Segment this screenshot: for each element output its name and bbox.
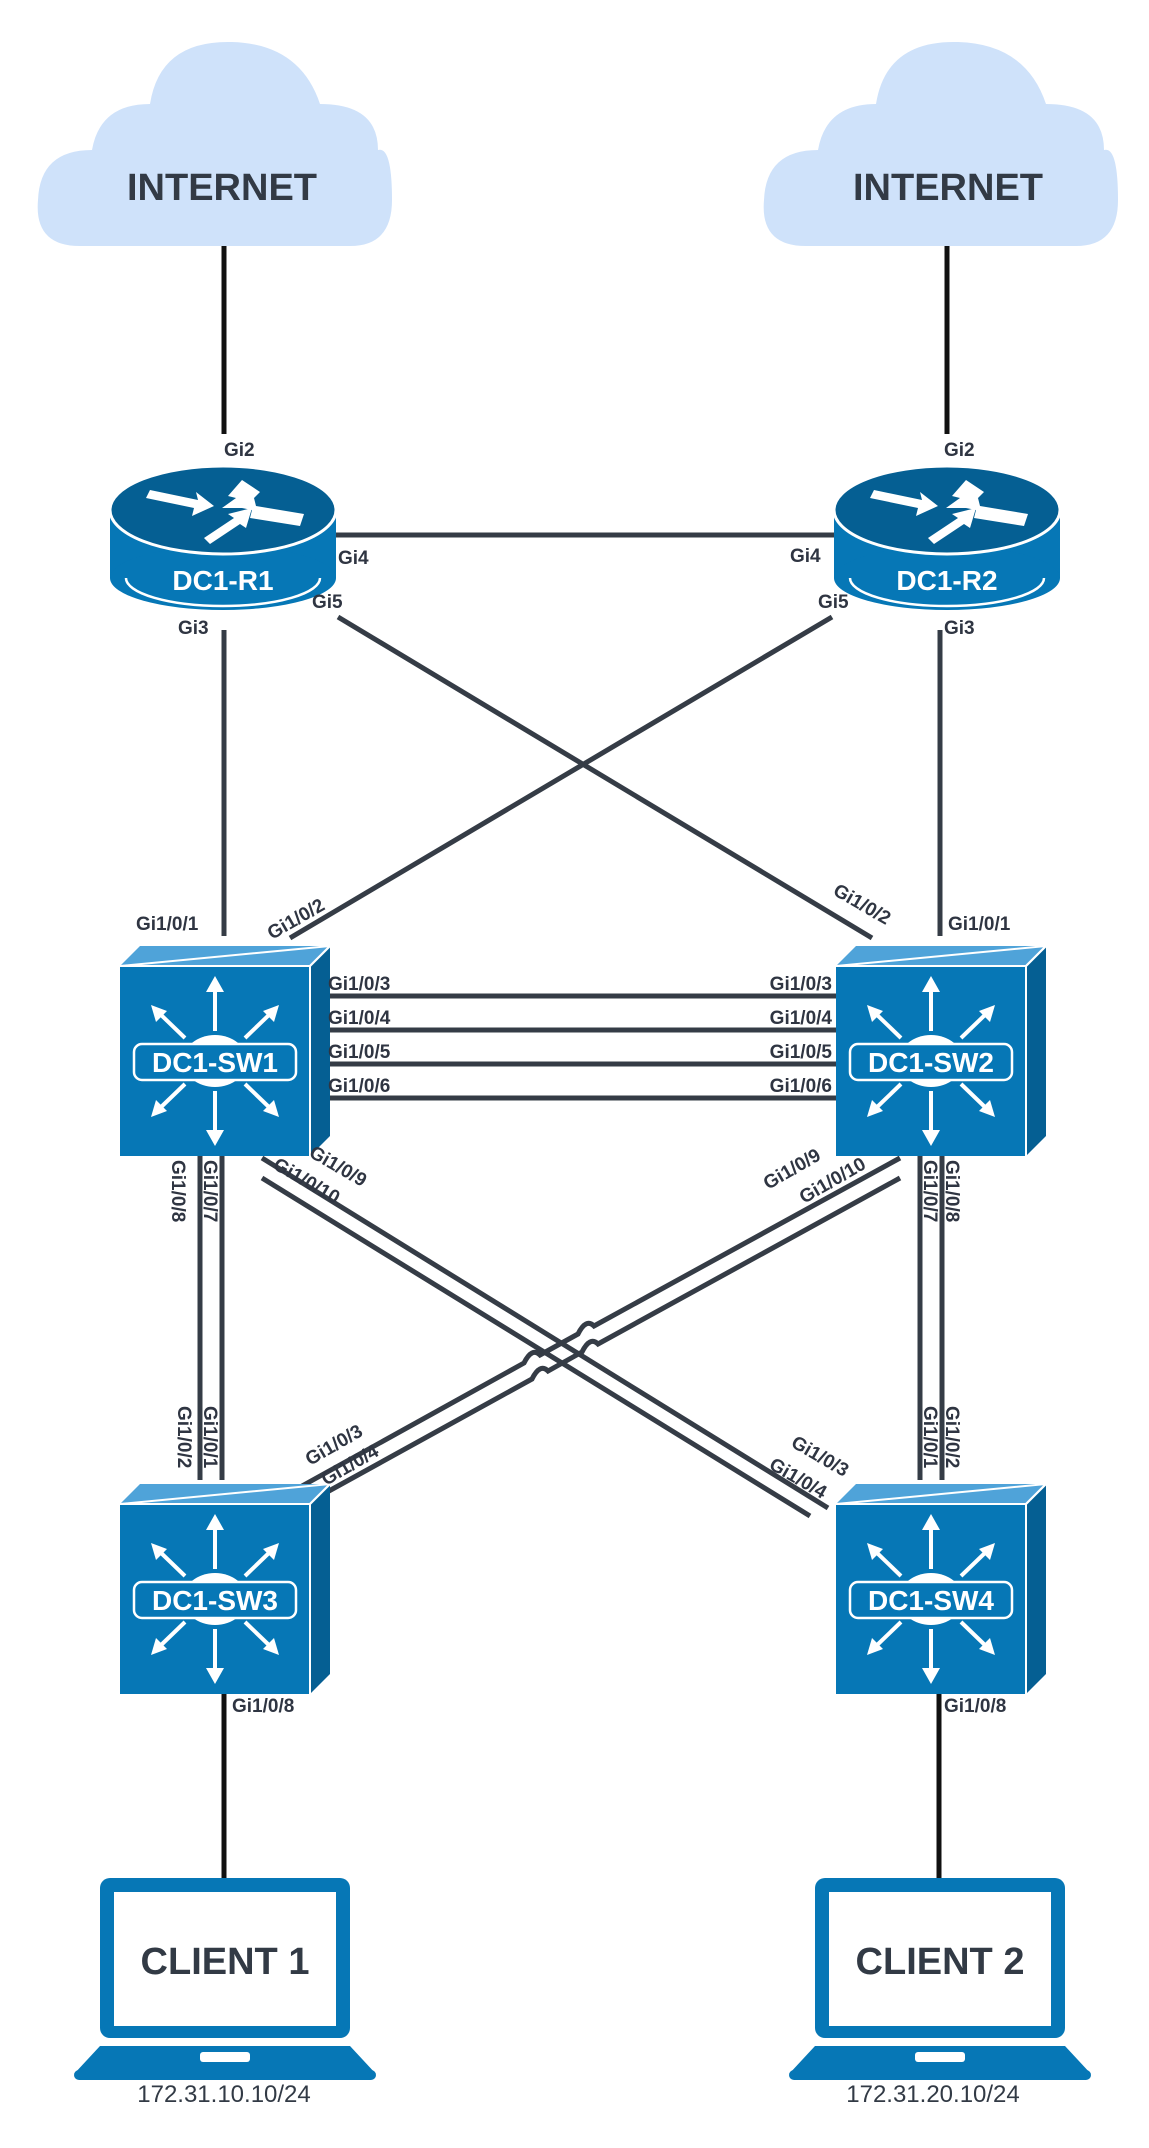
port-label: Gi1/0/2 (830, 880, 894, 929)
client2-label: CLIENT 2 (856, 1941, 1025, 1983)
laptop-client1: CLIENT 1 (74, 1878, 376, 2080)
switch-sw1-label: DC1-SW1 (152, 1047, 278, 1078)
port-label: Gi1/0/6 (328, 1076, 390, 1097)
port-label: Gi3 (944, 618, 975, 639)
port-label: Gi1/0/5 (328, 1042, 391, 1063)
port-label: Gi1/0/4 (328, 1008, 391, 1029)
router-dc1-r1: DC1-R1 (108, 464, 338, 612)
link-sw1-sw4-b (260, 1175, 812, 1519)
link-sw2-sw3-a (300, 1155, 902, 1489)
port-label: Gi3 (178, 618, 209, 639)
switch-sw2-label: DC1-SW2 (868, 1047, 994, 1078)
port-label: Gi2 (944, 440, 975, 461)
router-r1-label: DC1-R1 (172, 565, 273, 596)
port-label: Gi2 (224, 440, 255, 461)
port-label: Gi1/0/3 (328, 974, 390, 995)
client1-label: CLIENT 1 (141, 1941, 310, 1983)
router-r2-label: DC1-R2 (896, 565, 997, 596)
link-r1-sw2 (336, 614, 874, 941)
switch-sw3-label: DC1-SW3 (152, 1585, 278, 1616)
laptop-client2: CLIENT 2 (789, 1878, 1091, 2080)
cloud-internet-right: INTERNET (763, 41, 1118, 246)
port-label: Gi4 (338, 548, 369, 569)
port-label: Gi1/0/1 (919, 1406, 940, 1469)
port-label: Gi1/0/8 (167, 1160, 188, 1222)
port-label: Gi1/0/4 (770, 1008, 833, 1029)
port-label: Gi1/0/1 (136, 914, 199, 935)
switch-dc1-sw3: DC1-SW3 (118, 1482, 332, 1696)
port-label: Gi1/0/2 (173, 1406, 194, 1468)
port-label: Gi1/0/8 (232, 1696, 294, 1717)
port-label: Gi1/0/3 (770, 974, 832, 995)
port-label: Gi1/0/8 (941, 1160, 962, 1222)
client1-ip: 172.31.10.10/24 (137, 2081, 311, 2108)
port-label: Gi1/0/7 (199, 1160, 220, 1222)
port-label: Gi4 (790, 546, 821, 567)
port-label: Gi1/0/8 (944, 1696, 1006, 1717)
switch-dc1-sw1: DC1-SW1 (118, 944, 332, 1158)
port-label: Gi1/0/1 (948, 914, 1011, 935)
port-label: Gi5 (312, 592, 343, 613)
link-r2-sw1 (288, 614, 834, 941)
router-dc1-r2: DC1-R2 (832, 464, 1062, 612)
port-label: Gi1/0/1 (199, 1406, 220, 1469)
client2-ip: 172.31.20.10/24 (846, 2081, 1020, 2108)
port-label: Gi1/0/5 (770, 1042, 833, 1063)
internet-left-label: INTERNET (127, 167, 317, 209)
port-label: Gi1/0/2 (941, 1406, 962, 1468)
link-sw1-sw4-a (260, 1155, 830, 1511)
port-label: Gi1/0/7 (919, 1160, 940, 1222)
switch-dc1-sw2: DC1-SW2 (834, 944, 1048, 1158)
link-sw2-sw3-b (316, 1175, 902, 1500)
switch-dc1-sw4: DC1-SW4 (834, 1482, 1048, 1696)
port-label: Gi1/0/6 (770, 1076, 832, 1097)
switch-sw4-label: DC1-SW4 (868, 1585, 994, 1616)
internet-right-label: INTERNET (853, 167, 1043, 209)
cloud-internet-left: INTERNET (37, 41, 393, 246)
port-label: Gi5 (818, 592, 849, 613)
